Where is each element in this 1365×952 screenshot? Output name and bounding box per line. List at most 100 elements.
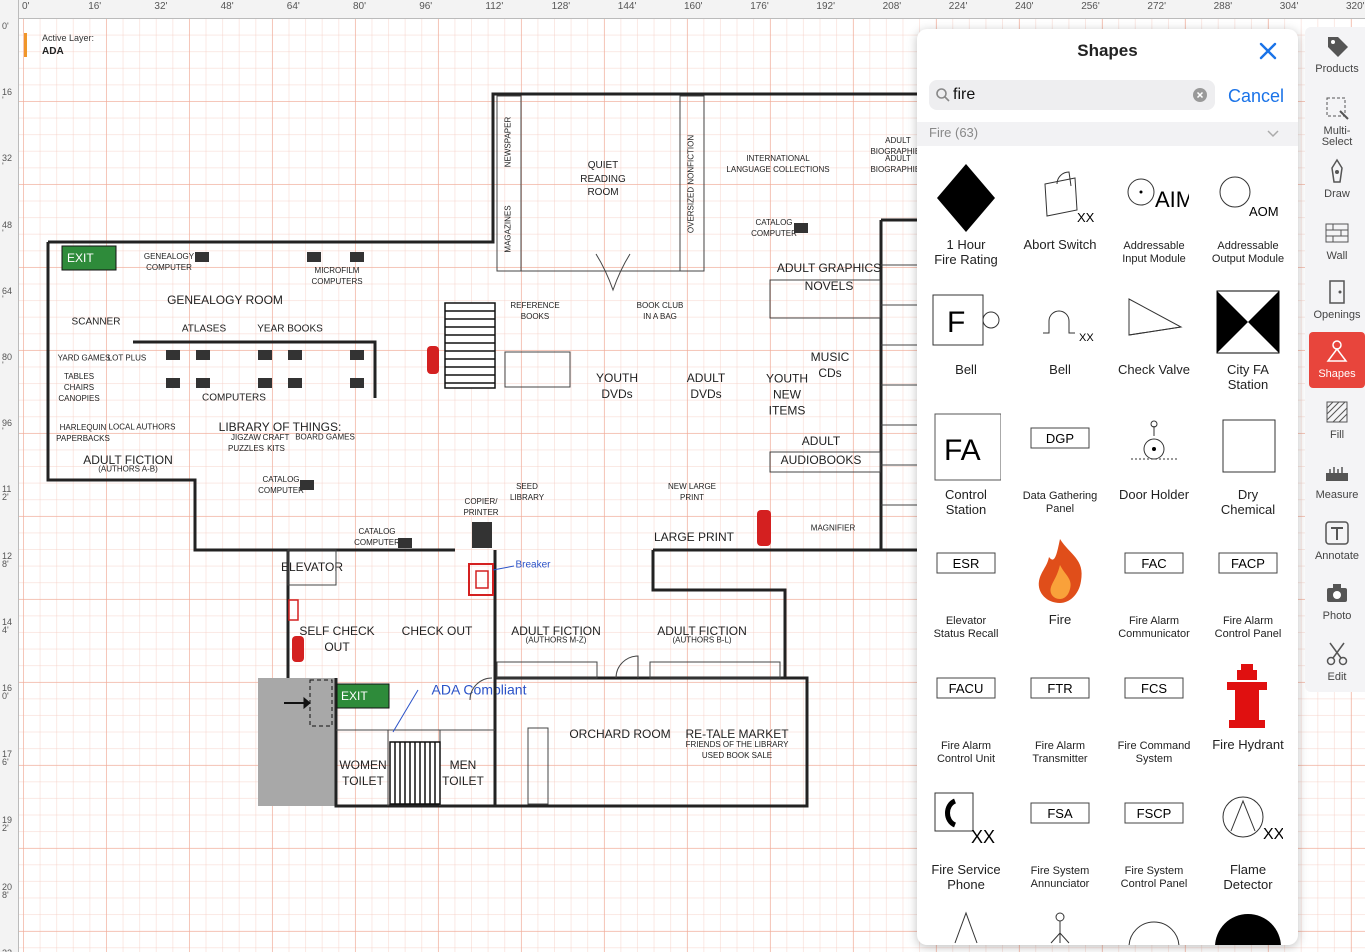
plan-label: MAGNIFIER: [810, 523, 856, 533]
tool-draw[interactable]: Draw: [1309, 152, 1365, 208]
shape-item-label: Fire Alarm Control Panel: [1214, 615, 1282, 640]
section-header[interactable]: Fire (63): [917, 122, 1298, 146]
ruler-top-label: 96': [419, 1, 433, 12]
fac-icon: FAC: [1124, 552, 1184, 574]
tool-label: Photo: [1322, 610, 1352, 622]
plan-label: HARLEQUIN PAPERBACKS: [56, 423, 110, 443]
tool-products[interactable]: Products: [1309, 27, 1365, 83]
plan-label: WOMEN TOILET: [339, 757, 387, 788]
tool-openings[interactable]: Openings: [1309, 273, 1365, 329]
wall-icon: [1325, 223, 1349, 243]
aom-icon: AOM: [1219, 176, 1279, 219]
tool-multi-select[interactable]: Multi- Select: [1309, 89, 1365, 148]
door-holder-icon: [1131, 420, 1177, 460]
plan-label: YOUTH DVDs: [596, 370, 638, 401]
tool-annotate[interactable]: Annotate: [1309, 514, 1365, 570]
svg-text:FSCP: FSCP: [1137, 806, 1172, 821]
tool-label: Fill: [1329, 429, 1345, 441]
svg-text:XX: XX: [1079, 332, 1094, 344]
shape-item[interactable]: Fire Hydrant: [1201, 657, 1295, 782]
tool-measure[interactable]: Measure: [1309, 453, 1365, 509]
shape-item[interactable]: Door Holder: [1107, 407, 1201, 532]
tool-label: Measure: [1315, 489, 1359, 501]
ruler-left-label: 32': [2, 153, 13, 172]
shapes-icon: [1326, 340, 1348, 362]
svg-text:FTR: FTR: [1047, 681, 1072, 696]
tool-label: Multi- Select: [1321, 125, 1353, 148]
gray-patio: [258, 678, 336, 806]
tool-wall[interactable]: Wall: [1309, 214, 1365, 270]
tool-shapes[interactable]: Shapes: [1309, 332, 1365, 388]
plan-label: RE-TALE MARKET: [685, 726, 789, 741]
shape-item-label: Control Station: [945, 487, 987, 517]
search-box[interactable]: [929, 80, 1215, 110]
ruler-top-label: 256': [1081, 1, 1100, 12]
shape-item-label: Bell: [955, 362, 977, 377]
shape-item[interactable]: 1 Hour Fire Rating: [919, 157, 1013, 282]
plan-label: NOVELS: [804, 278, 854, 293]
shape-item[interactable]: FAC Fire Alarm Communicator: [1107, 532, 1201, 657]
ruler-top-label: 64': [286, 1, 300, 12]
tool-label: Shapes: [1318, 368, 1356, 380]
breaker-icon: [468, 563, 515, 596]
tool-photo[interactable]: Photo: [1309, 574, 1365, 630]
check-valve-icon: [1128, 298, 1183, 336]
ruler-top-label: 16': [88, 1, 102, 12]
shape-item-label: Elevator Status Recall: [933, 615, 999, 640]
shape-item[interactable]: Check Valve: [1107, 282, 1201, 407]
tool-edit[interactable]: Edit: [1309, 635, 1365, 691]
ruler-top-label: 272': [1147, 1, 1166, 12]
shape-item-label: Fire Alarm Control Unit: [936, 740, 996, 765]
tool-fill[interactable]: Fill: [1309, 393, 1365, 449]
stairs: [389, 302, 496, 805]
shape-item-label: Fire Service Phone: [931, 862, 1001, 892]
plan-label: CATALOG COMPUTER: [354, 527, 400, 547]
shape-item-label: Fire Alarm Communicator: [1118, 615, 1190, 640]
plan-label: INTERNATIONAL LANGUAGE COLLECTIONS: [726, 154, 830, 174]
close-icon[interactable]: [1256, 39, 1280, 63]
clear-search-icon[interactable]: [1193, 88, 1207, 102]
svg-text:XX: XX: [971, 827, 995, 847]
svg-text:FAC: FAC: [1141, 556, 1166, 571]
plan-label: ADULT: [801, 433, 841, 448]
shape-item-label: Fire: [1048, 612, 1072, 627]
ruler-top-label: 192': [816, 1, 835, 12]
plan-label: GENEALOGY COMPUTER: [143, 252, 195, 272]
shape-item[interactable]: XX Fire Service Phone: [919, 782, 1013, 907]
fire-icon: [1038, 539, 1082, 603]
control-station-icon: FA: [934, 413, 1001, 481]
ruler-top-label: 320': [1346, 1, 1365, 12]
ruler-top-label: 240': [1015, 1, 1034, 12]
search-input[interactable]: [953, 83, 1183, 107]
tool-label: Products: [1315, 63, 1359, 75]
shape-item[interactable]: City FA Station: [1201, 282, 1295, 407]
multi-select-icon: [1326, 97, 1349, 120]
shape-item[interactable]: Fire: [1013, 532, 1107, 657]
shape-item[interactable]: FA Control Station: [919, 407, 1013, 532]
plan-label: COPIER/ PRINTER: [463, 497, 499, 517]
ada-marks: [284, 679, 419, 733]
shape-item[interactable]: Dry Chemical: [1201, 407, 1295, 532]
walls: [46, 92, 917, 808]
plan-label: CRAFT KITS: [262, 433, 290, 453]
plan-label: (AUTHORS B-L): [672, 635, 732, 645]
ruler-top-label: 32': [154, 1, 168, 12]
cancel-button[interactable]: Cancel: [1228, 86, 1285, 106]
aim-icon: AIM: [1127, 178, 1189, 212]
active-layer-indicator[interactable]: Active Layer: ADA: [24, 33, 94, 57]
